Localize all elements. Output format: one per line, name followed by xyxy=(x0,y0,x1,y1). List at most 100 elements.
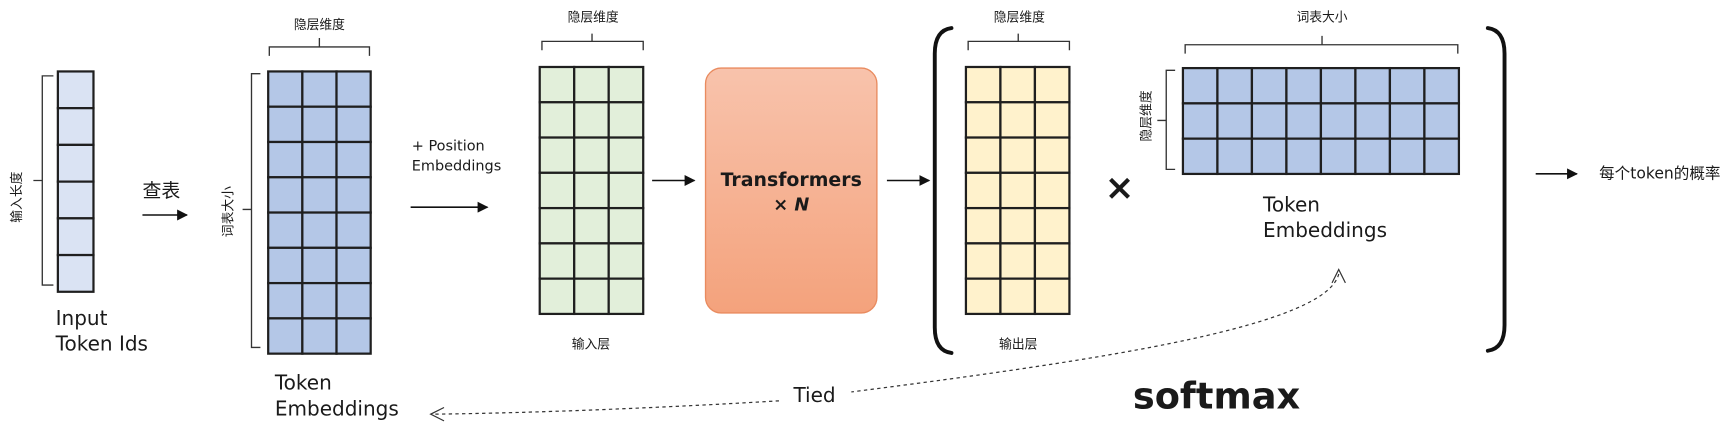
matrix-cell xyxy=(1354,66,1392,105)
matrix-cell xyxy=(573,277,610,316)
input-length-label: 输入长度 xyxy=(9,171,25,222)
tied-embeddings-label-line1: Token xyxy=(1262,193,1320,217)
tied-vocab-size-bracket xyxy=(1184,35,1459,54)
matrix-cell xyxy=(1181,66,1219,105)
embedding-hidden-dim-label: 隐层维度 xyxy=(294,17,345,33)
matrix-cell xyxy=(56,217,95,257)
matrix-cell xyxy=(267,70,304,108)
matrix-cell xyxy=(538,65,576,104)
matrix-cell xyxy=(1423,66,1461,105)
matrix-cell xyxy=(964,277,1002,316)
matrix-cell xyxy=(267,105,304,144)
matrix-cell xyxy=(301,246,338,285)
matrix-cell xyxy=(607,171,645,210)
matrix-cell xyxy=(607,65,645,104)
embedding-vocab-size-bracket xyxy=(242,72,261,349)
matrix-cell xyxy=(267,211,304,249)
matrix-cell xyxy=(301,281,338,320)
matrix-cell xyxy=(999,206,1037,245)
softmax-right-paren xyxy=(1485,26,1507,353)
input-layer-hidden-dim-label: 隐层维度 xyxy=(568,9,619,25)
matrix-cell xyxy=(538,206,576,245)
token-embeddings-label-line2: Embeddings xyxy=(275,396,399,420)
position-embeddings-label-line1: + Position xyxy=(412,138,485,154)
matrix-cell xyxy=(573,136,610,174)
matrix-cell xyxy=(301,176,338,214)
matrix-cell xyxy=(538,171,576,210)
embedding-vocab-size-label: 词表大小 xyxy=(222,186,237,237)
matrix-cell xyxy=(964,242,1002,280)
matrix-cell xyxy=(964,136,1002,174)
token-embeddings-matrix xyxy=(267,70,372,355)
matrix-cell xyxy=(999,171,1037,210)
matrix-cell xyxy=(1285,137,1323,176)
transformers-title: Transformers xyxy=(721,169,862,191)
matrix-cell xyxy=(267,246,304,285)
matrix-cell xyxy=(1250,137,1288,176)
matrix-cell xyxy=(607,277,645,316)
matrix-cell xyxy=(1216,102,1254,140)
matrix-cell xyxy=(538,242,576,280)
matrix-cell xyxy=(999,65,1037,104)
matrix-cell xyxy=(56,180,95,220)
matrix-cell xyxy=(301,317,338,355)
tied-connector-right xyxy=(851,273,1340,393)
matrix-cell xyxy=(267,140,304,179)
matrix-cell xyxy=(335,281,372,320)
matrix-cell xyxy=(964,171,1002,210)
matrix-cell xyxy=(1033,171,1071,210)
matrix-cell xyxy=(56,107,95,146)
matrix-cell xyxy=(573,171,610,210)
matrix-cell xyxy=(964,101,1002,139)
matrix-cell xyxy=(1285,66,1323,105)
tied-embeddings-matrix xyxy=(1181,66,1461,176)
matrix-cell xyxy=(538,101,576,139)
matrix-cell xyxy=(1388,137,1426,176)
matrix-cell xyxy=(1285,102,1323,140)
matrix-cell xyxy=(999,242,1037,280)
input-layer-matrix xyxy=(538,65,645,316)
tied-arrowhead-left xyxy=(429,406,445,422)
matrix-cell xyxy=(999,136,1037,174)
matrix-cell xyxy=(1250,102,1288,140)
transformers-n: N xyxy=(794,195,809,216)
matrix-cell xyxy=(1319,137,1357,176)
matrix-cell xyxy=(335,211,372,249)
output-probability-label: 每个token的概率 xyxy=(1599,164,1720,182)
matrix-cell xyxy=(1423,137,1461,176)
matrix-cell xyxy=(607,101,645,139)
output-layer-hidden-dim-bracket xyxy=(967,33,1071,51)
transformers-block xyxy=(704,67,878,314)
matrix-cell xyxy=(335,317,372,355)
tied-vocab-size-label: 词表大小 xyxy=(1296,10,1347,25)
transformers-repeat: × N xyxy=(773,195,809,216)
matrix-cell xyxy=(999,277,1037,316)
output-layer-hidden-dim-label: 隐层维度 xyxy=(994,9,1045,25)
matrix-cell xyxy=(301,211,338,249)
matrix-cell xyxy=(538,277,576,316)
matrix-cell xyxy=(56,253,95,293)
matrix-cell xyxy=(1033,65,1071,104)
matrix-cell xyxy=(1216,66,1254,105)
matrix-cell xyxy=(1354,102,1392,140)
matrix-cell xyxy=(607,136,645,174)
tied-connector-left xyxy=(431,400,780,415)
matrix-cell xyxy=(964,65,1002,104)
input-token-ids-label-line1: Input xyxy=(56,306,108,330)
matrix-cell xyxy=(573,206,610,245)
token-embeddings-label-line1: Token xyxy=(274,371,332,395)
matrix-cell xyxy=(1319,66,1357,105)
matrix-cell xyxy=(1319,102,1357,140)
matrix-cell xyxy=(1423,102,1461,140)
matrix-cell xyxy=(573,101,610,139)
matrix-cell xyxy=(573,242,610,280)
input-length-bracket xyxy=(33,75,54,286)
matrix-cell xyxy=(1033,136,1071,174)
matrix-cell xyxy=(573,65,610,104)
matrix-cell xyxy=(607,206,645,245)
matrix-cell xyxy=(267,176,304,214)
matrix-cell xyxy=(301,70,338,108)
matrix-cell xyxy=(1181,137,1219,176)
matrix-cell xyxy=(335,70,372,108)
matrix-cell xyxy=(1033,101,1071,139)
